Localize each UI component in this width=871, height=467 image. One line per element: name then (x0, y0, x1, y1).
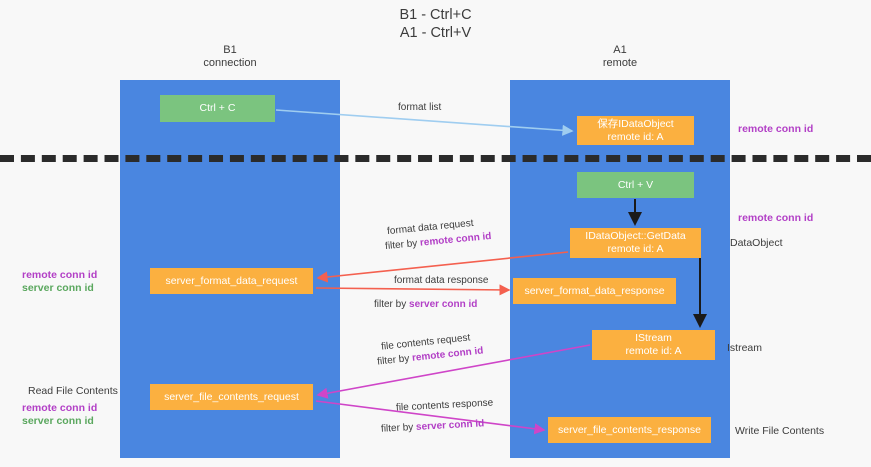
node-istream-label: IStream (635, 332, 672, 344)
filter-key-server-conn-id: server conn id (409, 299, 478, 310)
column-a1-role: remote (602, 57, 638, 69)
filter-prefix: filter by (376, 352, 413, 368)
node-getdata[interactable]: IDataObject::GetData remote id: A (570, 228, 701, 258)
column-header-b1: B1 connection (120, 44, 340, 70)
node-getdata-label: IDataObject::GetData (585, 230, 686, 242)
edge-label-format-list: format list (398, 102, 442, 113)
node-ctrl-c[interactable]: Ctrl + C (160, 95, 275, 122)
annotation-istream: Istream (727, 342, 763, 354)
annotation-write-file-contents: Write File Contents (735, 425, 825, 437)
filter-prefix: filter by (374, 299, 410, 310)
column-header-a1: A1 remote (510, 44, 730, 70)
page-title: B1 - Ctrl+C A1 - Ctrl+V (0, 6, 871, 42)
filter-prefix: filter by (380, 421, 417, 435)
filter-key-server-conn-id: server conn id (415, 418, 485, 433)
annotation-remote-conn-id-top: remote conn id (738, 123, 814, 135)
node-server-format-data-request-label: server_format_data_request (165, 274, 298, 287)
annotation-left-conn-ids-mid: remote conn id server conn id (22, 269, 97, 295)
annotation-left-conn-ids-bottom: remote conn id server conn id (22, 402, 97, 428)
node-ctrl-v[interactable]: Ctrl + V (577, 172, 694, 198)
node-istream[interactable]: IStream remote id: A (592, 330, 715, 360)
node-save-dataobject[interactable]: 保存IDataObject remote id: A (577, 116, 694, 145)
node-server-file-contents-response-label: server_file_contents_response (557, 423, 701, 436)
node-ctrl-v-label: Ctrl + V (617, 178, 654, 191)
node-ctrl-c-label: Ctrl + C (199, 102, 236, 114)
node-server-file-contents-request-label: server_file_contents_request (164, 390, 299, 403)
node-save-dataobject-label: 保存IDataObject (597, 117, 674, 130)
node-istream-sublabel: remote id: A (625, 345, 682, 357)
node-server-format-data-response-label: server_format_data_response (524, 284, 665, 297)
edge-label-format-data-response-filter: filter by server conn id (374, 298, 477, 312)
edge-label-format-data-response: format data response (394, 275, 489, 286)
annotation-dataobject: DataObject (730, 237, 783, 249)
node-getdata-sublabel: remote id: A (607, 243, 664, 255)
filter-prefix: filter by (384, 237, 421, 253)
column-b1-name: B1 (223, 44, 237, 56)
node-server-file-contents-request[interactable]: server_file_contents_request (150, 384, 313, 410)
annotation-remote-conn-id-mid: remote conn id (738, 212, 814, 224)
node-server-format-data-response[interactable]: server_format_data_response (513, 278, 676, 304)
node-server-file-contents-response[interactable]: server_file_contents_response (548, 417, 711, 443)
annotation-read-file-contents: Read File Contents (28, 385, 118, 397)
annotation-left-remote-conn-id-mid: remote conn id (22, 269, 98, 281)
edge-label-file-contents-response: file contents response (395, 397, 494, 414)
title-line-1: B1 - Ctrl+C (399, 7, 472, 23)
annotation-left-server-conn-id-mid: server conn id (22, 282, 94, 294)
node-save-dataobject-sublabel: remote id: A (607, 130, 664, 143)
column-b1-role: connection (203, 57, 257, 69)
edge-label-file-contents-response-filter: filter by server conn id (381, 417, 485, 436)
title-line-2: A1 - Ctrl+V (399, 25, 472, 41)
column-a1-name: A1 (613, 44, 627, 56)
annotation-left-server-conn-id-bottom: server conn id (22, 415, 94, 427)
phase-divider (0, 155, 871, 162)
node-server-format-data-request[interactable]: server_format_data_request (150, 268, 313, 294)
annotation-left-remote-conn-id-bottom: remote conn id (22, 402, 98, 414)
